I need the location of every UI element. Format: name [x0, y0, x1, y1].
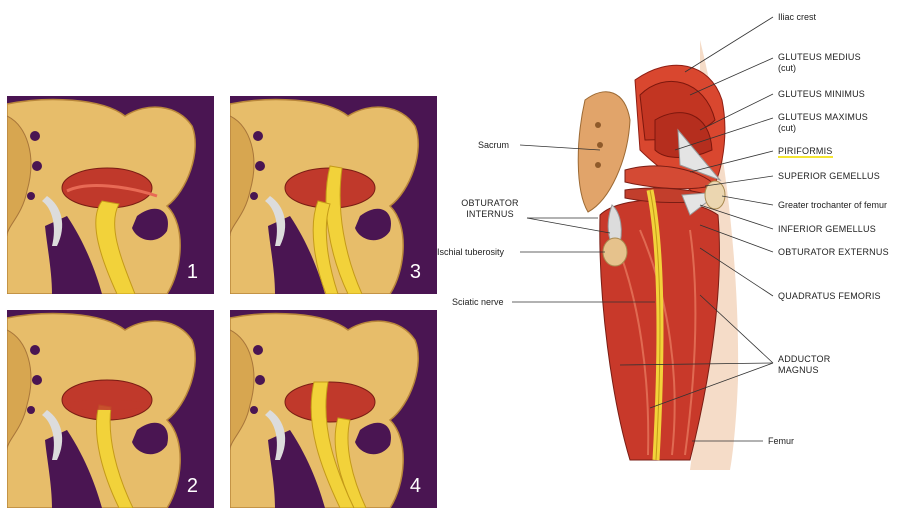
label-iliac-crest: Iliac crest	[778, 12, 816, 23]
label-superior-gemellus: SUPERIOR GEMELLUS	[778, 171, 880, 182]
label-femur: Femur	[768, 436, 794, 447]
label-adductor-magnus-line2: MAGNUS	[778, 365, 819, 376]
label-adductor-magnus-line1: ADDUCTOR	[778, 354, 830, 365]
label-gluteus-medius-cut: (cut)	[778, 63, 796, 74]
label-gluteus-maximus: GLUTEUS MAXIMUS	[778, 112, 868, 123]
label-sacrum: Sacrum	[478, 140, 509, 151]
label-greater-trochanter: Greater trochanter of femur	[778, 200, 887, 211]
label-inferior-gemellus: INFERIOR GEMELLUS	[778, 224, 876, 235]
label-sciatic-nerve: Sciatic nerve	[452, 297, 504, 308]
label-quadratus-femoris: QUADRATUS FEMORIS	[778, 291, 881, 302]
label-gluteus-maximus-cut: (cut)	[778, 123, 796, 134]
label-obturator-externus: OBTURATOR EXTERNUS	[778, 247, 889, 258]
label-ischial-tuberosity: Ischial tuberosity	[437, 247, 504, 258]
label-piriformis: PIRIFORMIS	[778, 146, 833, 158]
label-gluteus-medius: GLUTEUS MEDIUS	[778, 52, 861, 63]
label-gluteus-minimus: GLUTEUS MINIMUS	[778, 89, 865, 100]
label-obturator-internus-line2: INTERNUS	[458, 209, 522, 220]
label-obturator-internus-line1: OBTURATOR	[458, 198, 522, 209]
